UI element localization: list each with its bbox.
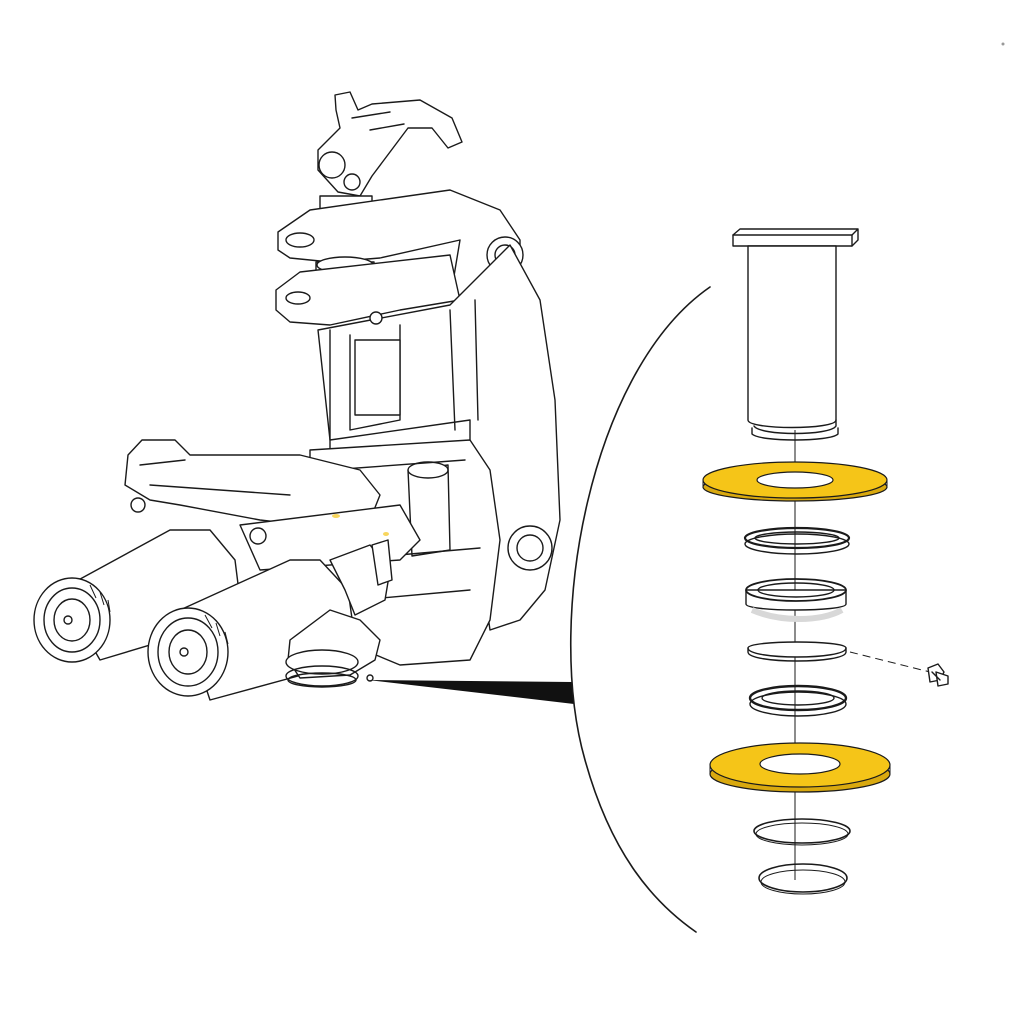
washer-lower xyxy=(709,742,891,793)
retaining-ring-2 xyxy=(758,863,848,895)
callout-leader xyxy=(368,680,574,704)
bushing xyxy=(732,228,859,441)
bearing-2 xyxy=(748,684,848,717)
steering-knuckle-assembly xyxy=(33,91,561,701)
grease-fitting xyxy=(849,651,949,687)
bearing-1 xyxy=(745,578,847,622)
shim xyxy=(747,641,847,662)
callout-arc xyxy=(569,286,711,933)
speck xyxy=(1001,42,1005,46)
washer-upper xyxy=(702,461,888,502)
retaining-ring-1 xyxy=(753,818,851,846)
seal-1 xyxy=(743,526,851,555)
